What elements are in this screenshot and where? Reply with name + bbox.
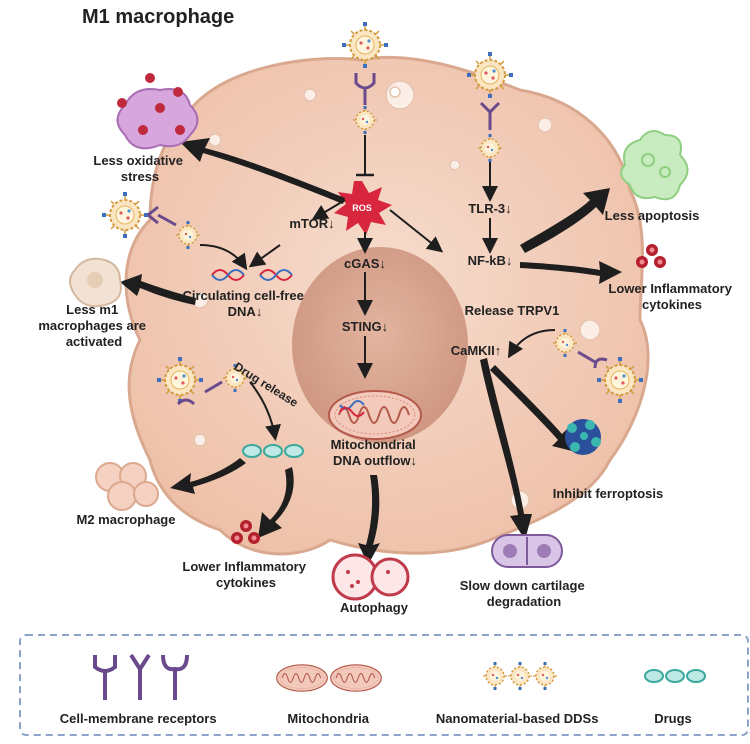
mitochondrion-icon [328,390,422,440]
cytokines-right-icon [636,244,666,268]
mito-dna-label-2: DNA outflow↓ [333,453,417,468]
nfkb-label: NF-kB↓ [468,253,513,268]
page-title: M1 macrophage [82,6,234,28]
svg-text:Less oxidative stress: Less oxidative stress [93,153,186,184]
svg-text:Less m1 macrophages are: Less m1 macrophages are activated [38,302,149,349]
m2-label: M2 macrophage [77,512,176,527]
right-nanoparticle [552,328,644,404]
thin-arrows [199,162,556,441]
cytokines-left-icon [231,520,260,544]
camkii-label: CaMKII↑ [451,343,502,358]
sting-label: STING↓ [342,319,388,334]
lower-inflam-right-label-1: Lower Inflammatory [608,281,732,296]
autophagy-label: Autophagy [340,600,409,615]
slow-cartilage-label-1: Slow down cartilage [460,578,585,593]
less-m1-label-1: Less m1 [66,302,118,317]
svg-text:Lower Inflammatory cytokin: Lower Inflammatory cytokines [182,559,309,590]
m1-macrophage-icon [69,257,122,308]
oxidative-cell-icon [116,73,199,150]
svg-text:Cell-membrane receptors Mi: Cell-membrane receptors Mitochondria Nan… [60,711,692,726]
dna-icon [211,269,293,281]
top-nanoparticle [341,21,389,177]
cgas-label: cGAS↓ [344,256,386,271]
cfdna-label-2: DNA↓ [228,304,263,319]
legend-receptors-icon [93,653,189,700]
less-m1-label-3: activated [66,334,122,349]
top-right-nanoparticle [466,51,514,163]
nucleus [292,247,468,443]
legend-label-drugs: Drugs [654,711,692,726]
legend-box [19,634,749,736]
legend-label-receptors: Cell-membrane receptors [60,711,217,726]
legend-mitochondria-icon [276,664,382,692]
svg-text:Slow down cartilage degrad: Slow down cartilage degradation [460,578,589,609]
apoptosis-cell-icon [620,130,689,201]
bottom-left-nanoparticle [156,356,248,406]
less-oxidative-label-2: stress [121,169,159,184]
drug-particles [242,444,304,458]
svg-text:Mitochondrial DNA outflow↓: Mitochondrial DNA outflow↓ [331,437,420,468]
ros-label: ROS [352,203,372,213]
mtor-label: mTOR↓ [289,216,334,231]
cfdna-label-1: Circulating cell-free [183,288,304,303]
svg-text:Circulating cell-free DNA↓: Circulating cell-free DNA↓ [183,288,308,319]
legend-label-nano: Nanomaterial-based DDSs [436,711,599,726]
mito-dna-label-1: Mitochondrial [331,437,416,452]
left-nanoparticle [101,191,201,250]
ferroptosis-icon [565,419,601,455]
less-m1-label-2: macrophages are [38,318,146,333]
autophagy-icon [331,553,410,601]
m2-macrophage-icon [95,462,159,511]
less-apoptosis-label: Less apoptosis [605,208,700,223]
legend-nano-icon [482,661,558,691]
cartilage-icon [491,534,563,568]
slow-cartilage-label-2: degradation [487,594,561,609]
lower-inflam-left-label-1: Lower Inflammatory [182,559,306,574]
svg-text:Lower Inflammatory cytokin: Lower Inflammatory cytokines [608,281,735,312]
legend-drugs-icon [644,669,706,683]
release-trpv1-label: Release TRPV1 [465,303,560,318]
ros-burst: ROS [334,181,392,235]
tlr3-label: TLR-3↓ [468,201,511,216]
ferroptosis-label: Inhibit ferroptosis [553,486,664,501]
lower-inflam-left-label-2: cytokines [216,575,276,590]
less-oxidative-label-1: Less oxidative [93,153,183,168]
lower-inflam-right-label-2: cytokines [642,297,702,312]
cell-vesicles [191,80,601,510]
thick-arrows [120,138,622,565]
legend-label-mitochondria: Mitochondria [287,711,369,726]
